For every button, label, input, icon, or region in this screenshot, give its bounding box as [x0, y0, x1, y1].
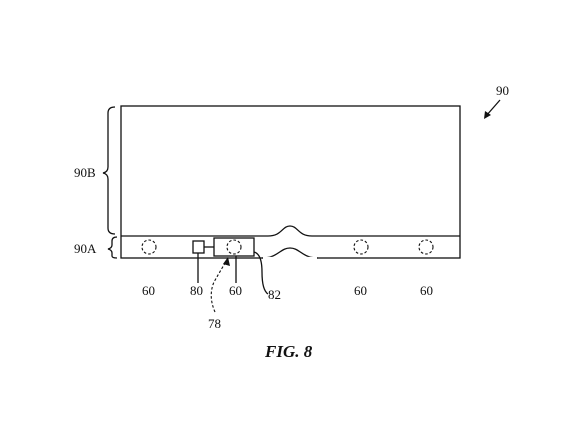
device-body-90B [120, 105, 461, 259]
label-80: 80 [190, 283, 203, 298]
label-78: 78 [208, 316, 221, 331]
sensor-60-1 [141, 239, 157, 255]
label-90: 90 [496, 83, 509, 98]
label-60-3: 60 [354, 283, 367, 298]
sensor-60-4 [418, 239, 434, 255]
arrowhead-90-icon [484, 111, 491, 119]
label-60-1: 60 [142, 283, 155, 298]
label-90A: 90A [74, 241, 97, 256]
strip-90A-bottom-bump [261, 247, 319, 259]
brace-90A [107, 236, 118, 259]
arrowhead-78-icon [223, 257, 230, 266]
label-60-4: 60 [420, 283, 433, 298]
label-90B: 90B [74, 165, 96, 180]
leader-78 [210, 259, 228, 313]
figure-caption: FIG. 8 [264, 342, 313, 361]
sensor-60-2 [226, 239, 242, 255]
brace-90B [102, 106, 116, 235]
sensor-60-3 [353, 239, 369, 255]
component-80 [192, 240, 205, 254]
component-82 [213, 237, 255, 257]
label-60-2: 60 [229, 283, 242, 298]
strip-90A-top-edge [121, 225, 460, 237]
label-82: 82 [268, 287, 281, 302]
leader-82 [253, 251, 269, 295]
